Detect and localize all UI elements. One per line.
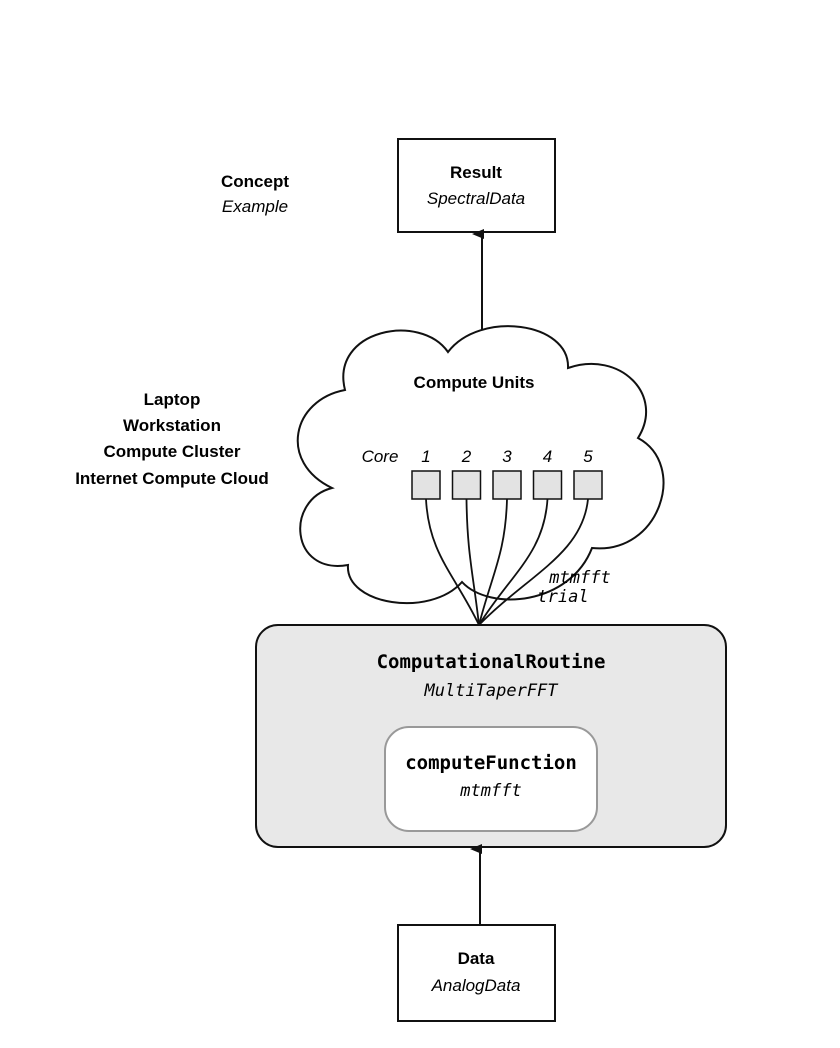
core-wire-1 bbox=[425, 498, 480, 626]
platform-laptop: Laptop bbox=[144, 390, 201, 409]
edge-label-unit: trial bbox=[537, 587, 588, 607]
edge-label-function: mtmfft bbox=[548, 568, 610, 588]
core-label: Core bbox=[362, 447, 399, 466]
platform-workstation: Workstation bbox=[123, 416, 221, 435]
core-wire-5 bbox=[478, 498, 589, 626]
core-box-3 bbox=[492, 470, 522, 500]
core-box-5 bbox=[573, 470, 603, 500]
function-title: computeFunction bbox=[405, 752, 577, 774]
core-number-5: 5 bbox=[583, 447, 593, 466]
result-subtitle: SpectralData bbox=[427, 189, 525, 208]
core-wire-3 bbox=[478, 498, 508, 626]
core-box-1 bbox=[411, 470, 441, 500]
core-connections bbox=[425, 498, 589, 626]
cloud-title: Compute Units bbox=[414, 373, 535, 392]
core-box-4 bbox=[532, 470, 563, 500]
core-number-4: 4 bbox=[543, 447, 552, 466]
legend-concept-label: Concept bbox=[221, 172, 289, 191]
data-box: Data AnalogData bbox=[397, 924, 556, 1022]
core-number-2: 2 bbox=[461, 447, 472, 466]
platform-compute-cluster: Compute Cluster bbox=[104, 442, 241, 461]
function-subtitle: mtmfft bbox=[459, 781, 521, 801]
core-number-1: 1 bbox=[421, 447, 430, 466]
cores: 1 2 3 4 5 bbox=[411, 447, 603, 500]
platform-internet-cloud: Internet Compute Cloud bbox=[75, 469, 269, 488]
data-title: Data bbox=[458, 949, 495, 968]
core-wire-4 bbox=[478, 498, 549, 626]
routine-subtitle: MultiTaperFFT bbox=[423, 681, 559, 701]
platforms-list: Laptop Workstation Compute Cluster Inter… bbox=[75, 390, 269, 488]
data-subtitle: AnalogData bbox=[431, 976, 521, 995]
result-box: Result SpectralData bbox=[397, 138, 556, 233]
compute-function-box: computeFunction mtmfft bbox=[384, 726, 598, 832]
routine-title: ComputationalRoutine bbox=[377, 651, 606, 673]
compute-units-cloud: Compute Units Core bbox=[296, 325, 665, 605]
core-number-3: 3 bbox=[502, 447, 512, 466]
core-box-2 bbox=[451, 470, 482, 500]
legend-example-label: Example bbox=[222, 197, 288, 216]
core-wire-2 bbox=[465, 498, 480, 626]
result-title: Result bbox=[450, 163, 502, 182]
